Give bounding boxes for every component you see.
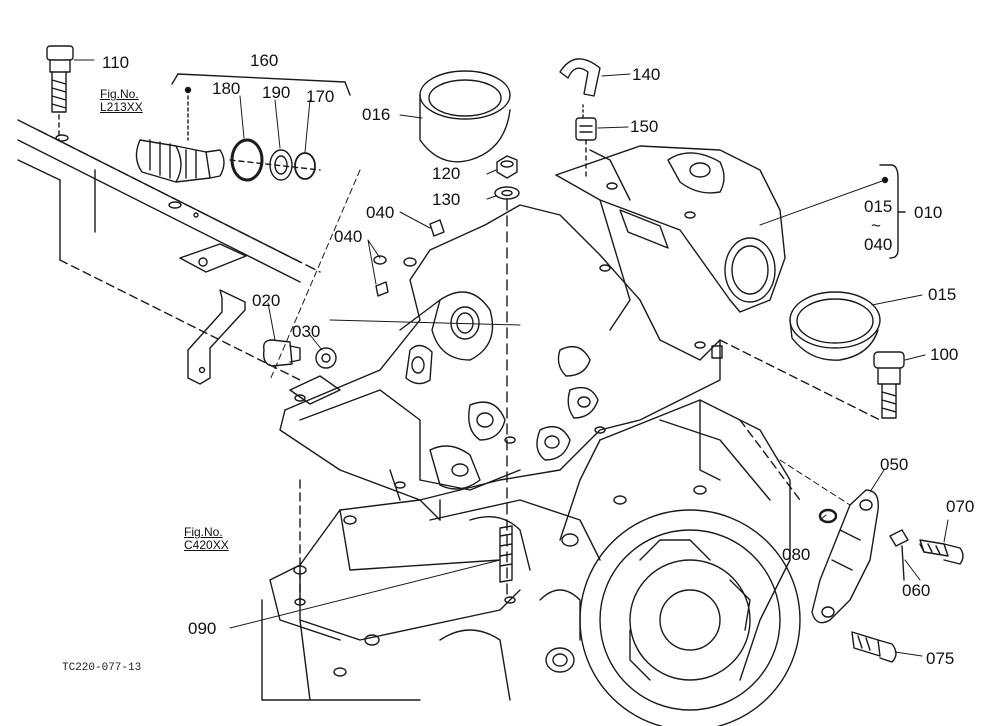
callout-016: 016	[362, 105, 391, 124]
callout-180: 180	[212, 79, 241, 98]
leader-lines	[73, 59, 926, 629]
engine-block	[261, 479, 601, 701]
l-bracket	[179, 243, 247, 385]
callout-070: 070	[946, 497, 975, 516]
figure-reference-number: L213XX	[100, 100, 143, 115]
callout-040-range-end: 040	[864, 235, 893, 254]
callout-030: 030	[292, 322, 321, 341]
bolt-075-icon	[851, 631, 897, 663]
top-frame-rail	[17, 119, 321, 381]
fitting-150-icon	[575, 117, 597, 179]
callout-090: 090	[188, 619, 217, 638]
callout-150: 150	[630, 117, 659, 136]
callout-015: 015	[928, 285, 957, 304]
range-tilde: ~	[871, 216, 881, 235]
plug-020-icon	[262, 339, 301, 367]
range-bracket	[879, 164, 906, 259]
bushing-015-icon	[789, 291, 881, 361]
hydraulic-housing	[279, 145, 881, 521]
figure-reference-l213: Fig.No. L213XX	[100, 87, 143, 115]
washer-130-icon	[494, 186, 520, 601]
callout-170: 170	[306, 87, 335, 106]
callout-160: 160	[250, 51, 279, 70]
figure-reference-label: Fig.No.	[100, 87, 139, 101]
callout-040-top: 040	[366, 203, 395, 222]
callout-130: 130	[432, 190, 461, 209]
callout-080: 080	[782, 545, 811, 564]
screw-040-icon	[373, 219, 445, 297]
bolt-070-icon	[919, 539, 964, 565]
callout-110: 110	[102, 53, 130, 72]
figure-reference-number: C420XX	[184, 538, 229, 553]
bolt-110-icon	[46, 45, 74, 141]
callout-060: 060	[902, 581, 931, 600]
bolt-100-icon	[873, 351, 905, 419]
callout-040-left: 040	[334, 227, 363, 246]
valve-assembly-icon	[135, 73, 351, 183]
washer-030-icon	[315, 347, 337, 369]
callout-015-range-start: 015	[864, 197, 893, 216]
o-ring-080-icon	[818, 508, 838, 524]
gear-case	[539, 399, 801, 726]
nut-120-icon	[496, 155, 518, 179]
stud-090-icon	[499, 525, 513, 583]
bracket-050-icon	[811, 489, 879, 624]
callout-100: 100	[930, 345, 959, 364]
screw-060-icon	[889, 529, 909, 581]
figure-reference-c420: Fig.No. C420XX	[184, 525, 229, 553]
callout-050: 050	[880, 455, 909, 474]
callout-075: 075	[926, 649, 955, 668]
leader-lines-lower	[779, 459, 949, 657]
callout-120: 120	[432, 164, 461, 183]
pipe-140-icon	[559, 58, 601, 119]
bushing-016-icon	[419, 70, 511, 163]
callout-010: 010	[914, 203, 943, 222]
drawing-code: TC220-077-13	[62, 662, 142, 674]
callout-140: 140	[632, 65, 661, 84]
callout-190: 190	[262, 83, 291, 102]
callout-020: 020	[252, 291, 281, 310]
figure-reference-label: Fig.No.	[184, 525, 223, 539]
